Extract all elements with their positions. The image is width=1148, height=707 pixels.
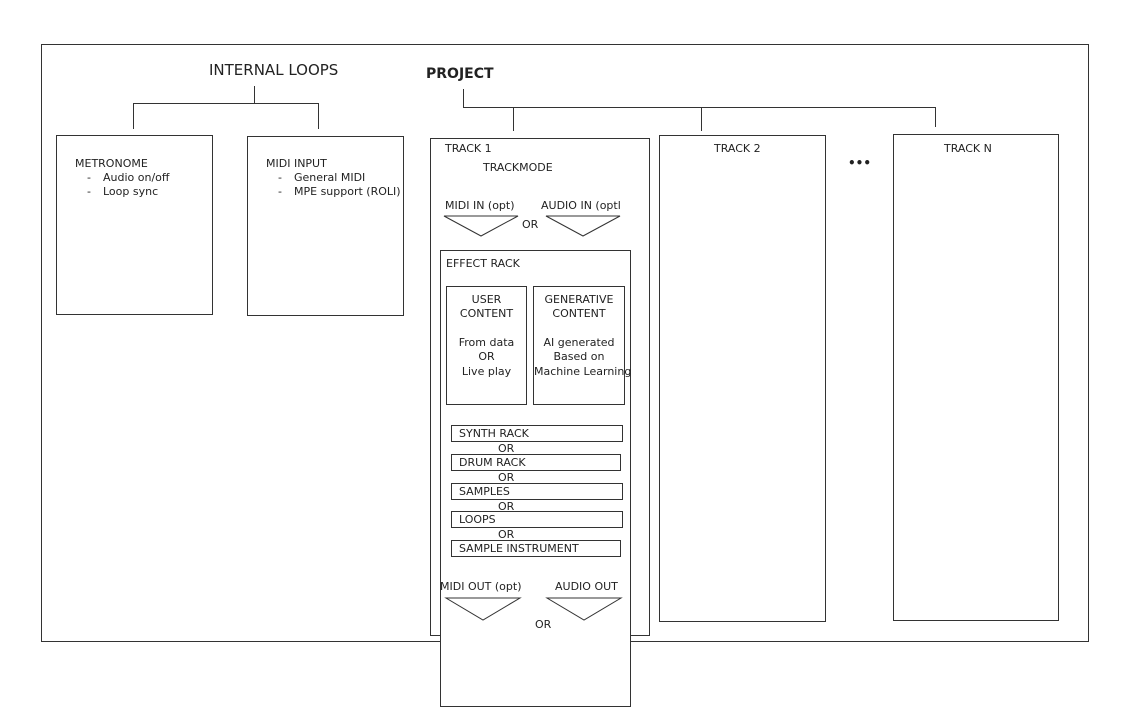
user-content-line-1: From data [458, 336, 515, 349]
project-connector-bar [463, 107, 936, 108]
user-content-line-2: OR [478, 350, 495, 363]
midi-input-list: General MIDI MPE support (ROLI) [266, 171, 401, 199]
effect-rack-title: EFFECT RACK [446, 257, 520, 270]
user-content-line-3: Live play [461, 365, 512, 378]
midi-input-item-general: General MIDI [266, 171, 401, 185]
metronome-item-loop-sync: Loop sync [75, 185, 169, 199]
user-content-title-1: USER [471, 293, 502, 306]
midi-out-label: MIDI OUT (opt) [440, 580, 522, 593]
midi-input-box: MIDI INPUT General MIDI MPE support (ROL… [247, 136, 404, 316]
metronome-list: Audio on/off Loop sync [75, 171, 169, 199]
sample-instrument-label: SAMPLE INSTRUMENT [459, 542, 579, 555]
generative-content-box: GENERATIVE CONTENT AI generated Based on… [533, 286, 632, 405]
internal-loops-connector-bar [133, 103, 319, 104]
track2-box: TRACK 2 [659, 135, 826, 622]
midi-in-label: MIDI IN (opt) [445, 199, 515, 212]
drum-rack-box: DRUM RACK [451, 454, 621, 471]
track2-title: TRACK 2 [714, 142, 761, 155]
out-or-label: OR [535, 618, 552, 631]
drum-rack-label: DRUM RACK [459, 456, 526, 469]
internal-loops-title: INTERNAL LOOPS [209, 61, 339, 79]
project-connector-stem [463, 89, 464, 108]
loops-label: LOOPS [459, 513, 496, 526]
audio-in-arrow-icon [545, 215, 621, 237]
trackn-title: TRACK N [944, 142, 992, 155]
audio-out-arrow-icon [545, 597, 623, 621]
samples-box: SAMPLES [451, 483, 623, 500]
internal-loops-connector-stem [254, 86, 255, 103]
audio-out-label: AUDIO OUT [555, 580, 618, 593]
loops-box: LOOPS [451, 511, 623, 528]
generative-content-line-1: AI generated [543, 336, 615, 349]
metronome-box: METRONOME Audio on/off Loop sync [56, 135, 213, 315]
in-or-label: OR [522, 218, 539, 231]
midi-input-item-mpe: MPE support (ROLI) [266, 185, 401, 199]
track1-title: TRACK 1 [445, 142, 492, 155]
track2-connector [701, 107, 702, 131]
generative-content-title-1: GENERATIVE [544, 293, 614, 306]
midi-input-connector [318, 103, 319, 129]
project-title: PROJECT [426, 66, 494, 82]
track1-mode: TRACKMODE [483, 161, 553, 174]
rack-or-4: OR [498, 528, 515, 541]
track1-connector [513, 107, 514, 131]
generative-content-title-2: CONTENT [552, 307, 606, 320]
metronome-title: METRONOME [75, 157, 148, 170]
effect-rack-box: EFFECT RACK USER CONTENT From data OR Li… [440, 250, 631, 707]
generative-content-line-3: Machine Learning [534, 365, 632, 378]
samples-label: SAMPLES [459, 485, 510, 498]
metronome-item-audio: Audio on/off [75, 171, 169, 185]
sample-instrument-box: SAMPLE INSTRUMENT [451, 540, 621, 557]
metronome-connector [133, 103, 134, 129]
midi-out-arrow-icon [444, 597, 522, 621]
audio-in-label: AUDIO IN (optl [541, 199, 621, 212]
midi-input-title: MIDI INPUT [266, 157, 327, 170]
synth-rack-label: SYNTH RACK [459, 427, 529, 440]
synth-rack-box: SYNTH RACK [451, 425, 623, 442]
trackn-box: TRACK N [893, 134, 1059, 621]
user-content-title-2: CONTENT [459, 307, 514, 320]
midi-in-arrow-icon [443, 215, 519, 237]
user-content-box: USER CONTENT From data OR Live play [446, 286, 527, 405]
more-tracks-ellipsis: ••• [848, 156, 872, 170]
rack-or-2: OR [498, 471, 515, 484]
track1-box: TRACK 1 TRACKMODE MIDI IN (opt) AUDIO IN… [430, 138, 650, 707]
rack-or-1: OR [498, 442, 515, 455]
generative-content-line-2: Based on [553, 350, 605, 363]
trackn-connector [935, 107, 936, 127]
rack-or-3: OR [498, 500, 515, 513]
